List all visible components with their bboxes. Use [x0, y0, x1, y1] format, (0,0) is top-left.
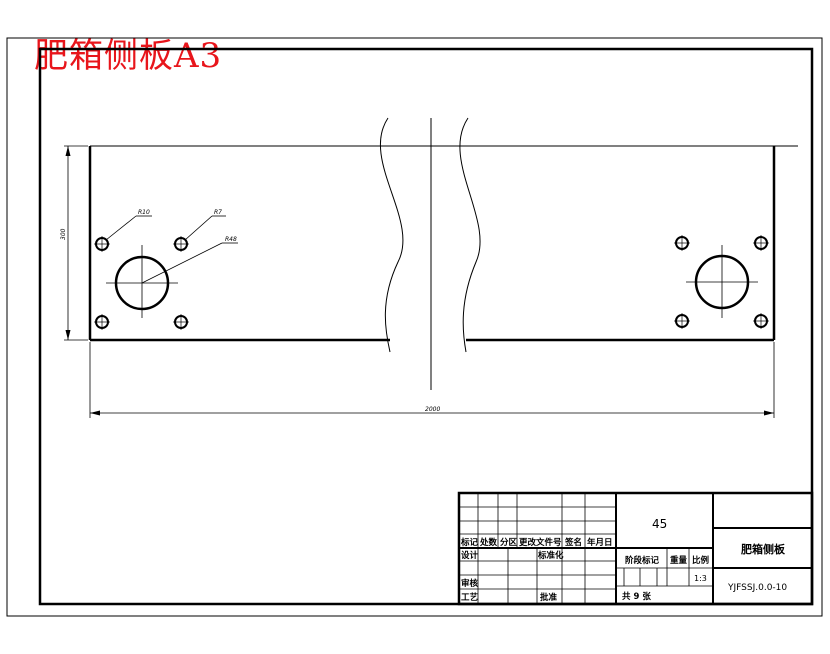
header-date: 年月日 — [587, 537, 613, 548]
drawing-frame — [38, 47, 814, 606]
label-standardize: 标准化 — [537, 550, 564, 561]
radius-label-r7: R7 — [214, 209, 222, 216]
label-approve: 批准 — [540, 592, 558, 603]
header-zone: 分区 — [500, 537, 518, 548]
width-dimension-label: 2000 — [425, 406, 440, 413]
height-dimension — [64, 145, 88, 341]
left-hole-pattern — [94, 215, 238, 330]
scale-value: 1:3 — [694, 574, 707, 583]
radius-label-r48: R48 — [225, 236, 237, 243]
drawing-number: YJFSSJ.0.0-10 — [727, 583, 787, 593]
label-design: 设计 — [461, 550, 479, 561]
material-value: 45 — [652, 517, 667, 531]
part-name: 肥箱侧板 — [741, 542, 786, 556]
label-process: 工艺 — [461, 592, 479, 603]
sheets-count: 共 9 张 — [622, 591, 651, 602]
plate-outline — [88, 117, 798, 390]
revision-headers: 标记 处数 分区 更改文件号 签名 年月日 — [460, 537, 613, 548]
break-line-left — [379, 117, 404, 353]
header-signature: 签名 — [564, 537, 582, 548]
sheet-outer-border — [6, 37, 823, 617]
header-count: 处数 — [479, 537, 498, 548]
scale-label: 比例 — [692, 555, 710, 566]
sheet-title: 肥箱侧板A3 — [34, 36, 223, 76]
header-mark: 标记 — [460, 537, 479, 548]
stage-mark-label: 阶段标记 — [625, 555, 660, 566]
title-block — [457, 491, 814, 606]
break-line-right — [459, 117, 481, 353]
width-dimension — [89, 342, 775, 418]
weight-label: 重量 — [670, 555, 688, 566]
header-change-doc: 更改文件号 — [519, 537, 562, 548]
height-dimension-label: 300 — [60, 228, 67, 240]
radius-label-r10: R10 — [138, 209, 150, 216]
right-hole-pattern — [674, 235, 769, 329]
label-review: 审核 — [461, 578, 479, 589]
